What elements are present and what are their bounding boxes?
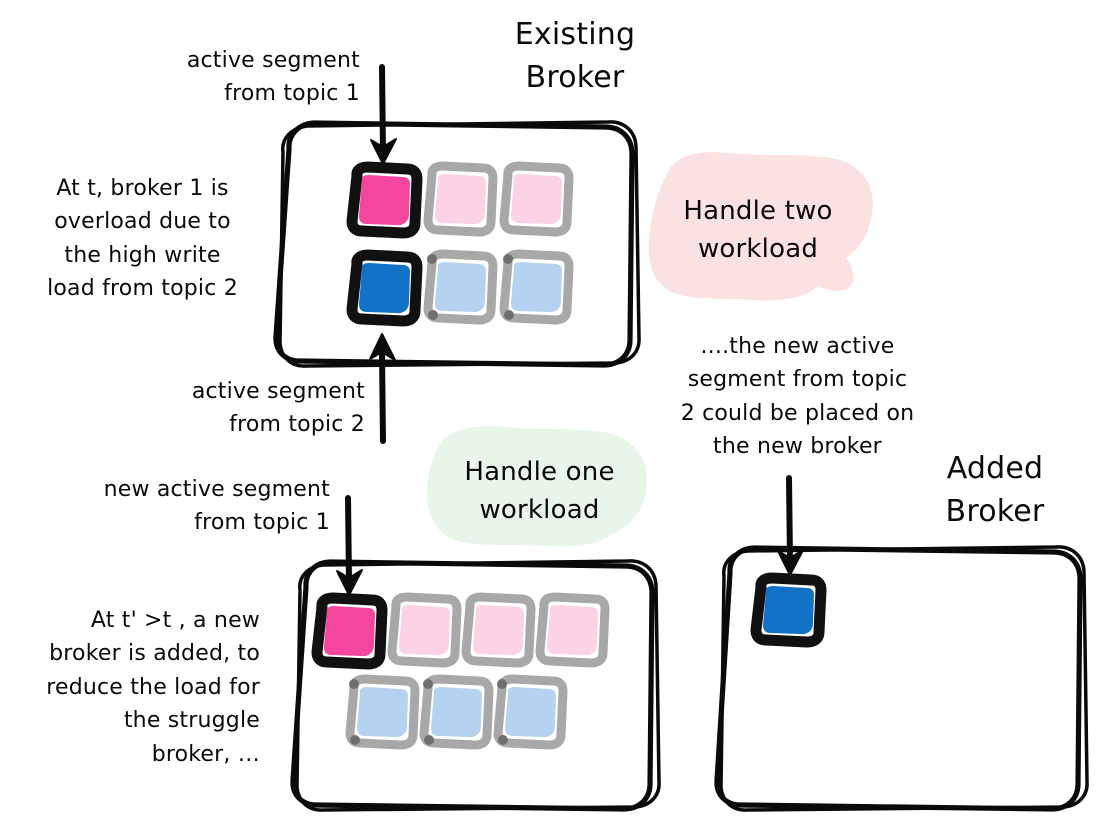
broker-rebalanced-outline: [290, 559, 655, 812]
segment-idle-topic2-b2-3[interactable]: [493, 674, 568, 750]
annotation-placed-on-new-broker: ....the new active segment from topic 2 …: [680, 334, 915, 460]
broker-existing[interactable]: [273, 120, 641, 368]
segment-border-active: [346, 249, 423, 327]
segment-fill-idle-blue: [435, 262, 486, 313]
segment-idle-topic1-b2-3[interactable]: [461, 592, 536, 668]
callout-handle-two-label: Handle two workload: [683, 196, 833, 264]
segment-active-topic1-b1[interactable]: [346, 161, 423, 239]
callout-handle-one-workload: Handle one workload: [432, 454, 647, 529]
segment-border-idle: [423, 161, 498, 237]
segment-border-idle: [461, 592, 536, 668]
segment-fill-active-pink: [324, 606, 375, 657]
segment-fill-idle-blue: [357, 687, 408, 738]
arrow-head-down: [370, 138, 397, 165]
broker-added[interactable]: [714, 545, 1089, 812]
segment-fill-idle-pink: [547, 605, 598, 656]
segment-corner-dot: [428, 310, 438, 320]
callout-handle-one-label: Handle one workload: [464, 457, 615, 525]
arrow-head-up: [369, 333, 396, 361]
segment-fill-idle-blue: [431, 687, 482, 738]
annotation-active-segment-topic1: active segment from topic 1: [186, 48, 360, 107]
broker-existing-outline: [273, 120, 635, 368]
segment-border-active: [750, 572, 827, 648]
arrow-to-added-broker-segment: [777, 475, 804, 576]
segment-corner-dot: [504, 310, 514, 320]
segment-idle-topic2-b2-2[interactable]: [419, 674, 494, 750]
segment-idle-topic2-b1-2[interactable]: [423, 249, 498, 325]
arrow-head-down: [777, 549, 804, 576]
segment-idle-topic2-b1-3[interactable]: [499, 249, 574, 325]
segment-corner-dot: [349, 679, 359, 689]
segment-idle-topic1-b1-2[interactable]: [423, 161, 498, 237]
segment-corner-dot: [350, 735, 360, 745]
heading-existing-broker: Existing Broker: [514, 17, 636, 95]
highlight-blob-green: [426, 426, 647, 547]
segment-fill-idle-blue: [511, 262, 562, 313]
segment-corner-dot: [497, 679, 507, 689]
segment-border-idle: [387, 592, 462, 668]
segment-idle-topic1-b1-3[interactable]: [499, 161, 574, 237]
arrow-to-topic2-active: [369, 333, 396, 444]
segment-corner-dot: [424, 735, 434, 745]
segment-corner-dot: [503, 254, 513, 264]
segment-active-topic1-b2[interactable]: [311, 592, 388, 670]
arrow-to-new-topic1-active: [336, 495, 363, 596]
segment-active-topic2-b1[interactable]: [346, 249, 423, 327]
broker-rebalanced[interactable]: [290, 559, 661, 812]
segment-fill-active-blue: [763, 586, 814, 635]
segment-idle-topic2-b2-1[interactable]: [345, 674, 420, 750]
segment-border-idle: [499, 161, 574, 237]
arrow-shaft: [379, 64, 386, 153]
segment-fill-idle-pink: [511, 174, 562, 225]
segment-idle-topic1-b2-2[interactable]: [387, 592, 462, 668]
segment-corner-dot: [423, 679, 433, 689]
segment-border-active: [346, 161, 423, 239]
segment-border-idle: [535, 592, 610, 668]
segment-idle-topic1-b2-4[interactable]: [535, 592, 610, 668]
arrow-to-topic1-active: [370, 64, 397, 165]
arrow-head-down: [336, 569, 363, 596]
annotation-new-broker-note: At t' >t , a new broker is added, to red…: [46, 608, 260, 767]
segment-fill-idle-pink: [435, 174, 486, 225]
arrow-shaft: [786, 475, 793, 564]
annotation-active-segment-topic2: active segment from topic 2: [191, 379, 365, 438]
highlight-blob-pink: [648, 152, 873, 301]
arrow-shaft: [379, 349, 386, 444]
segment-fill-idle-pink: [473, 605, 524, 656]
annotation-new-active-segment-topic1: new active segment from topic 1: [103, 477, 330, 536]
segment-fill-idle-pink: [399, 605, 450, 656]
segment-fill-active-pink: [359, 175, 410, 226]
segment-fill-idle-blue: [505, 687, 556, 738]
annotation-overload-note: At t, broker 1 is overload due to the hi…: [47, 176, 238, 302]
arrow-shaft: [345, 495, 352, 584]
heading-added-broker: Added Broker: [945, 451, 1045, 529]
segment-corner-dot: [498, 735, 508, 745]
callout-handle-two-workload: Handle two workload: [648, 193, 868, 268]
segment-corner-dot: [427, 254, 437, 264]
segment-border-active: [311, 592, 388, 670]
segment-fill-active-blue: [359, 263, 410, 314]
broker-added-outline: [714, 545, 1083, 812]
segment-active-topic2-b3[interactable]: [750, 572, 827, 648]
